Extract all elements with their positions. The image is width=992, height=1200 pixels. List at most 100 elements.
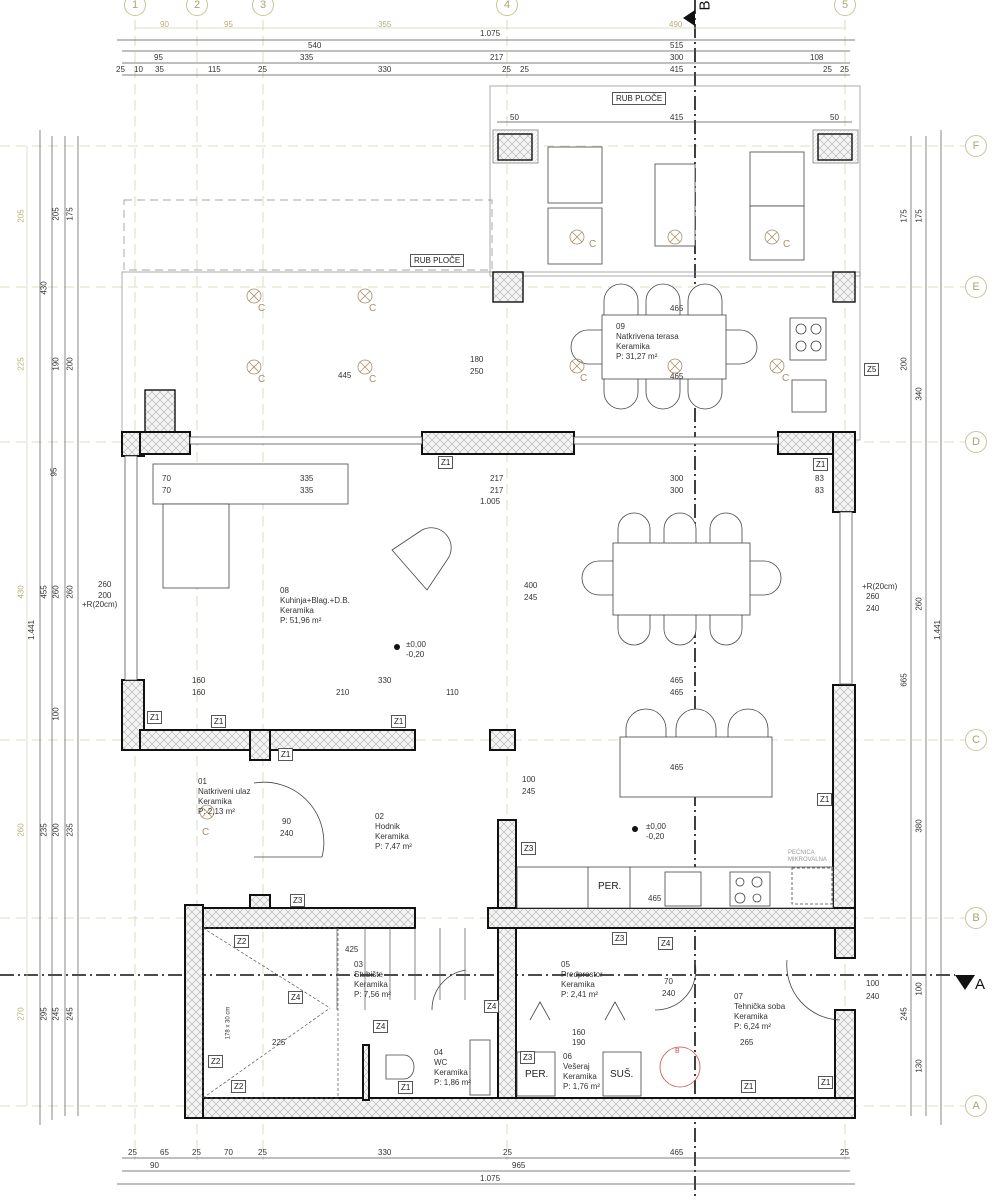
terrace-dim-50a: 50 — [510, 113, 519, 122]
left-dimension-lines — [26, 130, 79, 1125]
room-04-num: 04 — [434, 1048, 443, 1057]
section-b-marker — [683, 10, 695, 26]
living-dim-70: 70 — [162, 474, 171, 483]
top-dim-r4-0: 25 — [116, 65, 125, 74]
room-05-area: P: 2,41 m² — [561, 990, 598, 999]
wall-tag-z1: Z1 — [398, 1081, 414, 1094]
room-04: 04 WC Keramika P: 1,86 m² — [434, 1048, 471, 1088]
bottom-dimension-lines — [117, 1157, 855, 1185]
row-spacing-3: 430 — [16, 585, 26, 599]
living-dim-b2-110: 110 — [446, 688, 459, 697]
wall-tag-z4: Z4 — [658, 937, 674, 950]
room-04-name: WC — [434, 1058, 448, 1067]
top-dim-total: 1.075 — [480, 29, 501, 38]
bottom-dim-r1-0: 25 — [128, 1148, 137, 1157]
top-dim-540: 540 — [308, 41, 322, 50]
oven-label: PEĆNICA MIKROVALNA — [788, 850, 827, 863]
light-label: C — [369, 374, 377, 385]
wall-tag-z1: Z1 — [147, 711, 163, 724]
room-07-num: 07 — [734, 992, 743, 1001]
bottom-dim-r1-7: 465 — [670, 1148, 684, 1157]
room-03-area: P: 7,56 m² — [354, 990, 391, 999]
slab-edge-label-mid: RUB PLOČE — [410, 254, 465, 267]
grid-bubble-4: 4 — [496, 0, 518, 16]
slab-edges — [121, 85, 861, 441]
room-03-name: Stubište — [354, 970, 383, 979]
wall-tag-z2: Z2 — [234, 935, 250, 948]
light-label: C — [782, 373, 790, 384]
room-05-num: 05 — [561, 960, 570, 969]
top-dim-r4-8: 415 — [670, 65, 684, 74]
terrace-dim-50b: 50 — [830, 113, 839, 122]
level-kitchen-bottom: -0,20 — [646, 832, 665, 841]
left-dim-c4-3: 200 — [65, 357, 75, 371]
light-label: C — [369, 303, 377, 314]
wc-fixtures — [385, 1039, 491, 1096]
room-09-num: 09 — [616, 322, 625, 331]
laundry-dim-160: 160 — [572, 1028, 586, 1037]
opening-label-tech-h: 240 — [866, 992, 880, 1001]
wall-tag-z1: Z1 — [817, 793, 833, 806]
right-dim-c2-5: 100 — [914, 982, 924, 996]
grid-lines — [0, 20, 965, 1160]
room-05-floor: Keramika — [561, 980, 595, 989]
opening-label-entry-w: 90 — [282, 817, 291, 826]
right-dim-c1-8: 245 — [899, 1007, 909, 1021]
left-dim-c3-0: 205 — [51, 207, 61, 221]
col-spacing-2: 95 — [224, 20, 233, 29]
left-dim-c4-1: 175 — [65, 207, 75, 221]
bottom-dim-r3-0: 1.075 — [480, 1174, 501, 1183]
laundry-appliances — [516, 1001, 642, 1097]
terrace-dim-465b: 465 — [670, 372, 684, 381]
left-dim-c2-2: 235 — [39, 823, 49, 837]
right-dim-c1-6: 665 — [899, 673, 909, 687]
living-dim-83: 83 — [815, 474, 824, 483]
left-dim-c2-3: 295 — [39, 1007, 49, 1021]
stair-note-1: 178 x 30 cm — [225, 1006, 232, 1040]
left-dim-c2-0: 430 — [39, 281, 49, 295]
bottom-dim-r1-1: 65 — [160, 1148, 169, 1157]
col-spacing-4: 490 — [669, 20, 683, 29]
opening-label-hall-h: 245 — [522, 787, 536, 796]
level-living: ±0,00 -0,20 — [406, 640, 426, 660]
opening-label-terrace-h: 250 — [470, 367, 484, 376]
right-dim-c2-2: 340 — [914, 387, 924, 401]
top-dim-r4-4: 25 — [258, 65, 267, 74]
top-dimension-lines — [117, 27, 855, 123]
section-b-label: B — [696, 0, 714, 11]
col-spacing-3: 355 — [378, 20, 392, 29]
right-dim-total: 1.441 — [933, 619, 943, 641]
room-08-floor: Keramika — [280, 606, 314, 615]
top-dim-335: 335 — [300, 53, 314, 62]
terrace-dining — [570, 283, 827, 413]
wall-tag-z2: Z2 — [231, 1080, 247, 1093]
living-dim-b2-160: 160 — [192, 688, 206, 697]
room-06-name: Vešeraj — [563, 1062, 590, 1071]
top-dim-r4-10: 25 — [840, 65, 849, 74]
top-dim-95: 95 — [154, 53, 163, 62]
room-06: 06 Vešeraj Keramika P: 1,76 m² — [563, 1052, 600, 1092]
room-01-floor: Keramika — [198, 797, 232, 806]
opening-label-mid-w: 400 — [524, 581, 538, 590]
living-dining — [581, 512, 782, 798]
room-06-num: 06 — [563, 1052, 572, 1061]
row-spacing-2: 225 — [16, 357, 26, 371]
section-lines — [0, 0, 955, 1200]
room-09-floor: Keramika — [616, 342, 650, 351]
bottom-dim-r1-4: 25 — [258, 1148, 267, 1157]
opening-label-tech-w: 100 — [866, 979, 880, 988]
grid-bubble-F: F — [965, 135, 987, 157]
left-dim-c3-11: 245 — [51, 1007, 61, 1021]
terrace-dim-445: 445 — [338, 371, 352, 380]
level-markers — [394, 644, 638, 832]
room-02: 02 Hodnik Keramika P: 7,47 m² — [375, 812, 412, 852]
row-spacing-4: 260 — [16, 823, 26, 837]
room-01-num: 01 — [198, 777, 207, 786]
light-label: C — [258, 303, 266, 314]
living-dim-b1-160: 160 — [192, 676, 206, 685]
wall-tag-z4: Z4 — [373, 1020, 389, 1033]
room-02-area: P: 7,47 m² — [375, 842, 412, 851]
opening-label-right-note: +R(20cm) — [862, 582, 898, 591]
room-08: 08 Kuhinja+Blag.+D.B. Keramika P: 51,96 … — [280, 586, 350, 626]
